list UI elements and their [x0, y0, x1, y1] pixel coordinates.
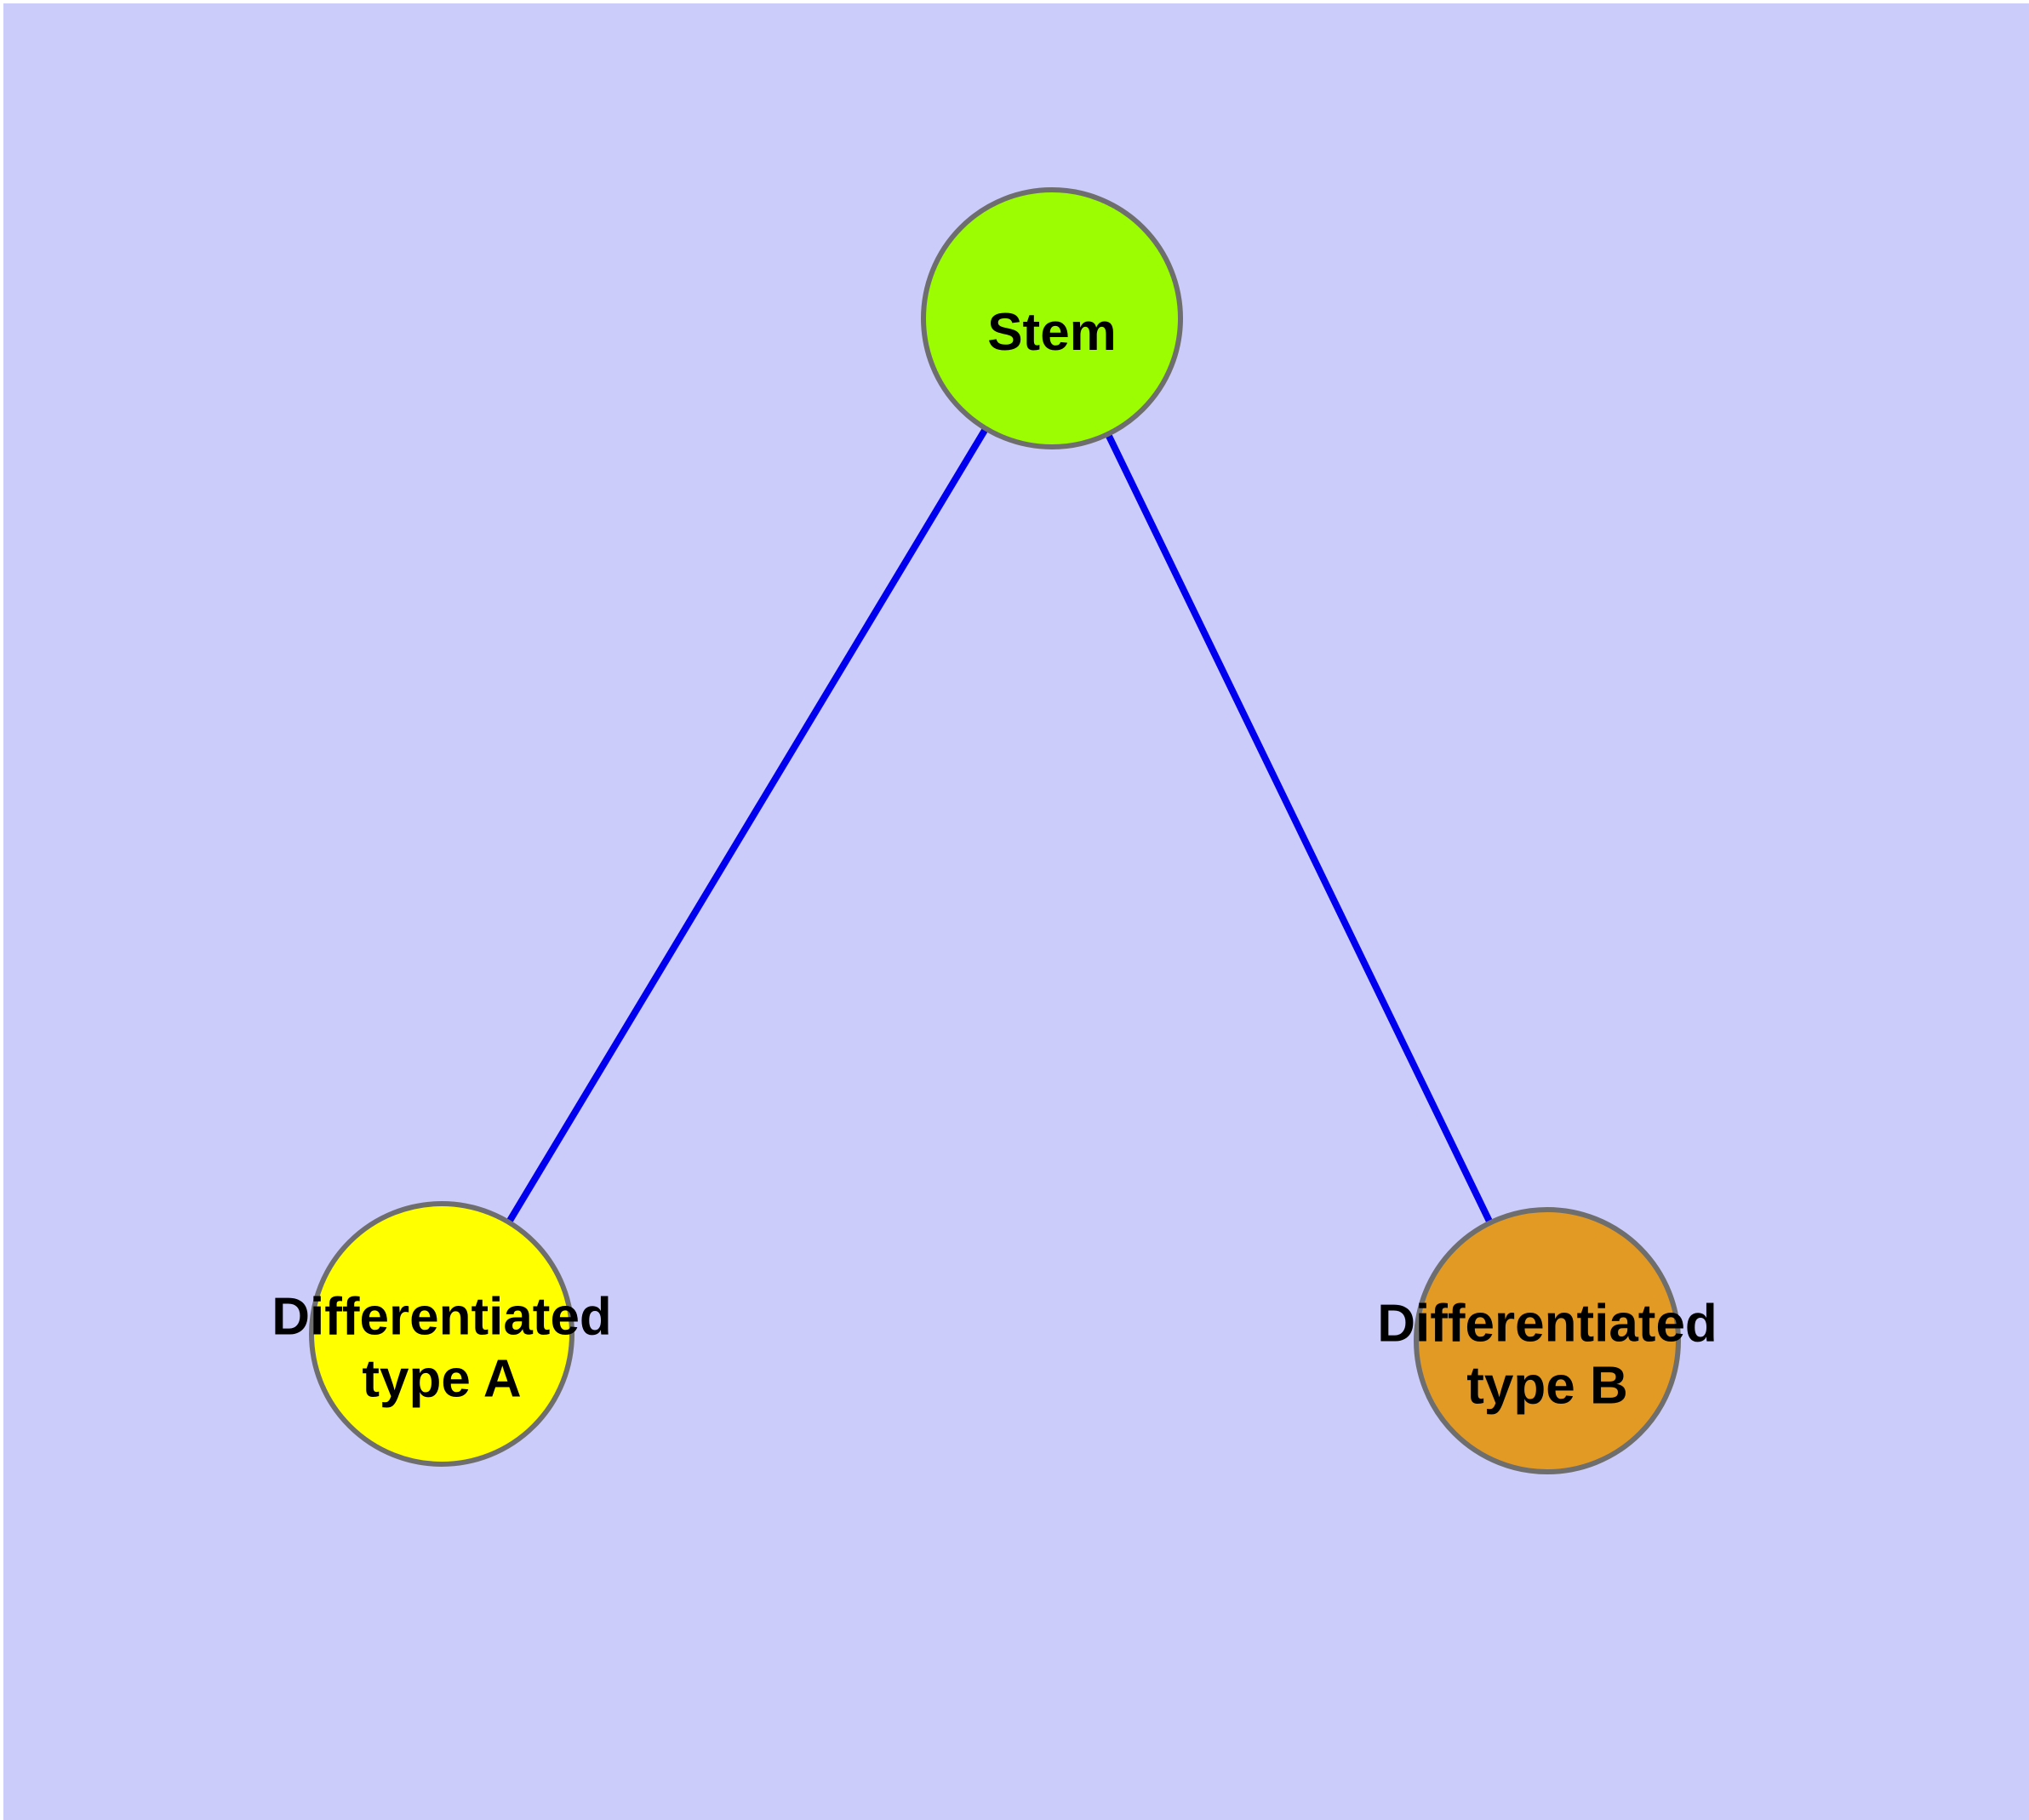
label-line: type B — [1466, 1357, 1627, 1416]
edges-layer — [438, 316, 1551, 1342]
graph-node-diff_a[interactable] — [309, 1201, 574, 1467]
label-line: Differentiated — [1377, 1295, 1718, 1354]
label-line: Stem — [987, 303, 1117, 362]
graph-edge[interactable] — [1049, 317, 1551, 1342]
graph-node-stem[interactable] — [921, 187, 1183, 449]
graph-edge[interactable] — [438, 316, 1055, 1336]
label-line: type A — [362, 1350, 521, 1409]
graph-node-diff_b[interactable] — [1414, 1207, 1681, 1474]
graph-node-label-stem: Stem — [987, 303, 1117, 362]
label-line: Differentiated — [271, 1288, 612, 1347]
nodes-layer — [309, 187, 1681, 1474]
